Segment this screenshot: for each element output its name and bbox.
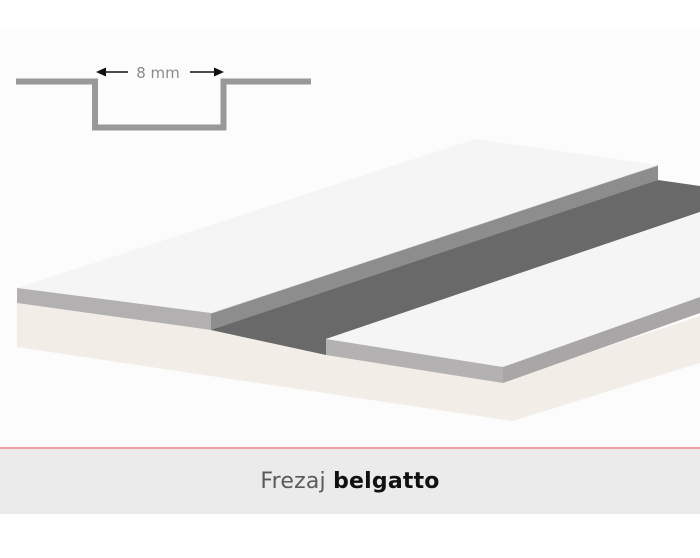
profile-line	[16, 78, 311, 131]
dimension-label: 8 mm	[136, 64, 180, 82]
lower-slab-edge-front	[326, 339, 503, 383]
laminate-slab	[17, 139, 700, 421]
caption-bold-text: belgatto	[333, 469, 440, 494]
core-layer	[17, 303, 700, 421]
lower-slab-surface	[326, 212, 700, 367]
groove-floor	[211, 180, 700, 355]
caption-band: Frezaj belgatto	[0, 449, 700, 514]
groove-profile-diagram: 8 mm	[16, 64, 311, 131]
lower-slab-edge-side	[503, 297, 700, 383]
upper-slab-edge	[17, 288, 211, 330]
left-arrow-icon	[96, 67, 128, 77]
right-arrow-icon	[190, 67, 224, 77]
groove-wall	[211, 165, 658, 330]
caption-light-text: Frezaj	[260, 469, 326, 494]
caption-divider	[0, 447, 700, 449]
engraving-illustration: 8 mm	[16, 64, 700, 421]
upper-slab-surface	[17, 139, 658, 313]
caption: Frezaj belgatto	[260, 469, 439, 494]
